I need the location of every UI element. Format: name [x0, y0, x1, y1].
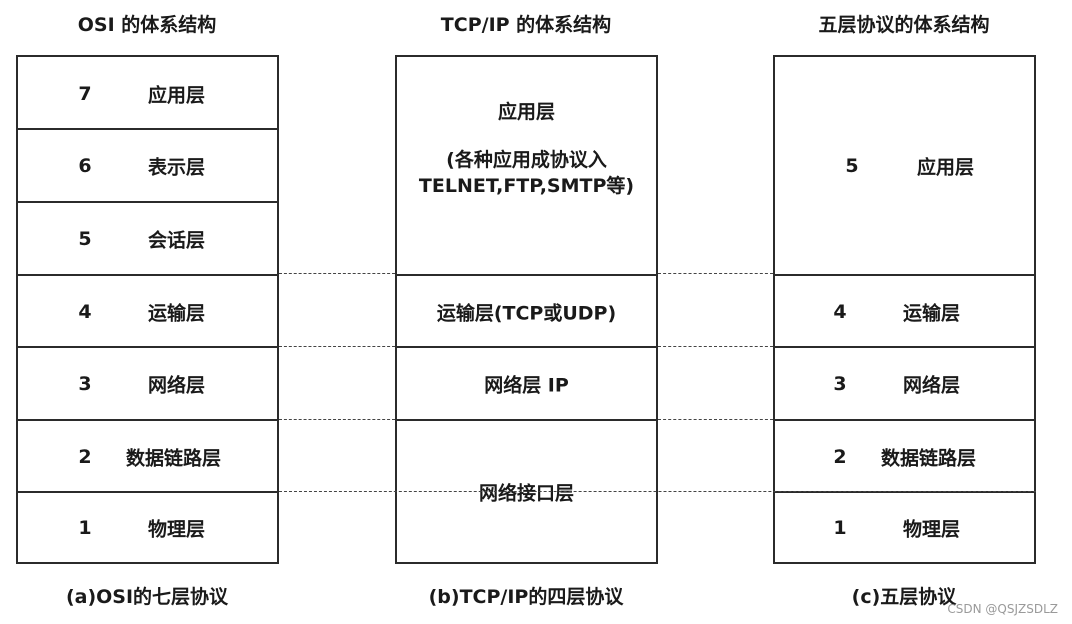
- osi-layer-7: 7 应用层: [18, 57, 277, 130]
- tcpip-network-label: 网络层 IP: [484, 374, 569, 397]
- tcpip-application-layer: 应用层 (各种应用成协议入 TELNET,FTP,SMTP等): [397, 57, 656, 275]
- tcpip-application-label: 应用层: [497, 101, 555, 123]
- osi-caption: (a)OSI的七层协议: [65, 586, 229, 608]
- osi-layer-name: 数据链路层: [126, 447, 222, 469]
- watermark: CSDN @QSJZSDLZ: [947, 602, 1058, 616]
- osi-layer-number: 6: [78, 155, 92, 177]
- five-layer-name: 物理层: [903, 518, 961, 540]
- dashed-connector-transport-network-right: [658, 346, 773, 347]
- osi-layer-name: 应用层: [148, 84, 206, 106]
- five-layer-caption: (c)五层协议: [851, 586, 957, 608]
- osi-layer-name: 物理层: [148, 518, 206, 540]
- osi-layer-4: 4 运输层: [18, 274, 277, 347]
- osi-layer-number: 3: [78, 373, 92, 395]
- osi-layer-2: 2 数据链路层: [18, 419, 277, 492]
- osi-layer-1: 1 物理层: [18, 491, 277, 562]
- five-layer-name: 网络层: [903, 374, 961, 397]
- osi-layer-number: 5: [78, 228, 92, 250]
- five-layer-5: 5 应用层: [775, 57, 1034, 275]
- five-layer-title: 五层协议的体系结构: [818, 14, 990, 36]
- osi-layer-3: 3 网络层: [18, 346, 277, 420]
- dashed-connector-network-link-left: [279, 419, 395, 420]
- osi-layer-number: 2: [78, 445, 92, 468]
- five-layer-stack: 5 应用层 4 运输层 3 网络层 2 数据链路层 1 物理层: [773, 55, 1036, 564]
- five-layer-3: 3 网络层: [775, 346, 1034, 420]
- osi-layer-name: 网络层: [148, 374, 206, 397]
- osi-layer-name: 会话层: [148, 229, 206, 252]
- tcpip-network-layer: 网络层 IP: [397, 346, 656, 420]
- tcpip-application-note-line2: TELNET,FTP,SMTP等): [418, 175, 635, 197]
- dashed-connector-app-transport-right: [658, 273, 773, 274]
- tcpip-application-note-line1: (各种应用成协议入: [446, 149, 607, 171]
- five-layer-2: 2 数据链路层: [775, 419, 1034, 492]
- tcpip-title: TCP/IP 的体系结构: [440, 14, 612, 36]
- dashed-connector-transport-network-left: [279, 346, 395, 347]
- five-layer-4: 4 运输层: [775, 274, 1034, 347]
- osi-layer-number: 7: [78, 82, 92, 105]
- five-layer-name: 运输层: [903, 302, 961, 324]
- tcpip-stack: 应用层 (各种应用成协议入 TELNET,FTP,SMTP等) 运输层(TCP或…: [395, 55, 658, 564]
- five-layer-number: 5: [845, 155, 859, 177]
- osi-title: OSI 的体系结构: [77, 14, 217, 36]
- dashed-connector-link-physical: [279, 491, 1036, 492]
- tcpip-caption: (b)TCP/IP的四层协议: [428, 586, 624, 608]
- osi-layer-5: 5 会话层: [18, 201, 277, 275]
- dashed-connector-app-transport-left: [279, 273, 395, 274]
- dashed-connector-network-link-right: [658, 419, 773, 420]
- five-layer-number: 4: [833, 300, 847, 323]
- osi-layer-6: 6 表示层: [18, 128, 277, 202]
- five-layer-number: 3: [833, 373, 847, 395]
- tcpip-transport-label: 运输层(TCP或UDP): [436, 302, 617, 324]
- five-layer-number: 1: [833, 516, 847, 539]
- five-layer-name: 应用层: [917, 156, 975, 179]
- osi-layer-number: 4: [78, 300, 92, 323]
- five-layer-name: 数据链路层: [881, 447, 977, 469]
- osi-stack: 7 应用层 6 表示层 5 会话层 4 运输层 3 网络层 2 数据链路层 1 …: [16, 55, 279, 564]
- osi-layer-number: 1: [78, 516, 92, 539]
- osi-layer-name: 运输层: [148, 302, 206, 324]
- osi-layer-name: 表示层: [148, 156, 206, 179]
- five-layer-number: 2: [833, 445, 847, 468]
- five-layer-1: 1 物理层: [775, 491, 1034, 562]
- tcpip-transport-layer: 运输层(TCP或UDP): [397, 274, 656, 347]
